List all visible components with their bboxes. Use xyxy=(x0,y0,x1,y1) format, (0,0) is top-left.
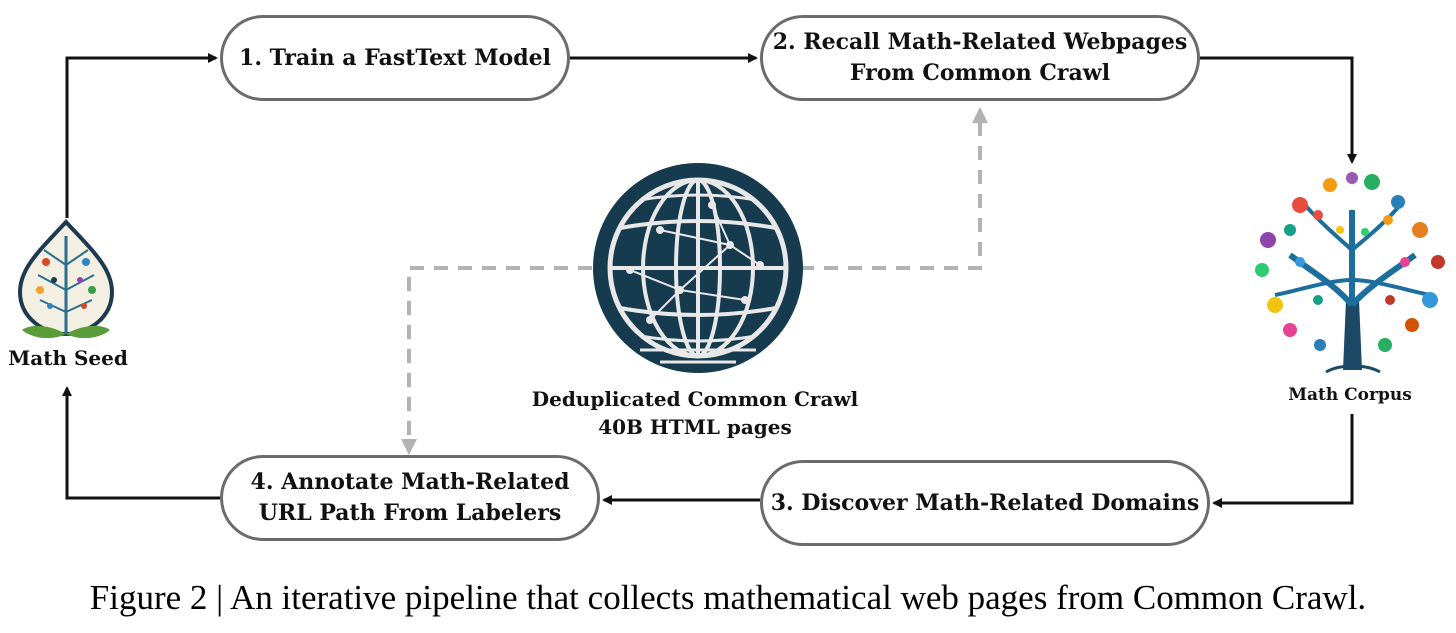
arrow-corpus-to-step3 xyxy=(1212,414,1354,508)
crawl-label-line2: 40B HTML pages xyxy=(598,415,792,439)
leaf-icon xyxy=(17,219,115,339)
step-annotate-url-path: 4. Annotate Math-Related URL Path From L… xyxy=(220,455,600,541)
figure-caption: Figure 2 | An iterative pipeline that co… xyxy=(89,578,1367,617)
globe-icon xyxy=(593,163,803,373)
dashed-arrow-crawl-to-step2 xyxy=(800,107,988,270)
tree-icon xyxy=(1255,172,1445,374)
arrow-seed-to-step1 xyxy=(65,53,218,218)
math-seed-label: Math Seed xyxy=(8,346,128,370)
dashed-arrow-crawl-to-step4 xyxy=(401,266,592,455)
arrow-step4-to-seed xyxy=(62,386,220,500)
math-corpus-label: Math Corpus xyxy=(1288,385,1412,405)
step-discover-domains: 3. Discover Math-Related Domains xyxy=(760,460,1210,546)
crawl-label: Deduplicated Common Crawl 40B HTML pages xyxy=(500,385,890,441)
arrow-step2-to-corpus xyxy=(1200,56,1357,164)
step-recall-webpages: 2. Recall Math-Related Webpages From Com… xyxy=(760,15,1200,101)
step-train-fasttext: 1. Train a FastText Model xyxy=(220,15,570,101)
crawl-label-line1: Deduplicated Common Crawl xyxy=(531,387,859,411)
